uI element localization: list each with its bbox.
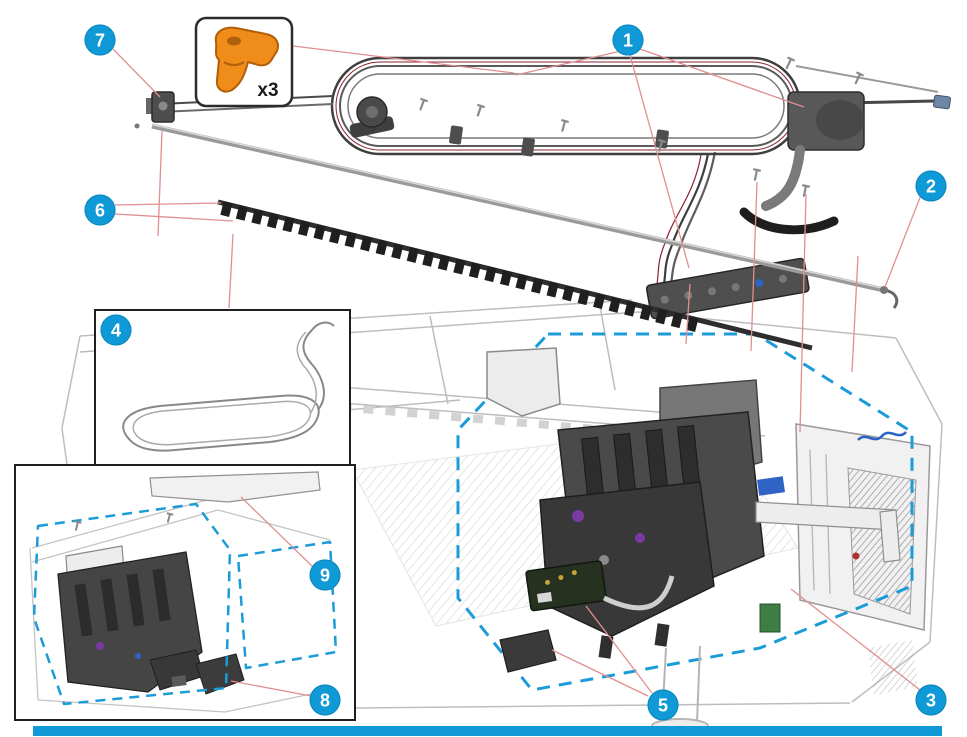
encoder-strip bbox=[217, 199, 813, 351]
tube-guide-pulley bbox=[349, 96, 395, 138]
callout-3-label: 3 bbox=[925, 690, 936, 710]
callout-8-label: 8 bbox=[319, 690, 330, 710]
orange-clip-box bbox=[194, 16, 294, 108]
carriage-rail bbox=[151, 123, 899, 309]
carriage-assembly bbox=[739, 91, 865, 235]
service-station-dashed-region bbox=[456, 332, 914, 692]
callout-4: 4 bbox=[100, 314, 132, 346]
callout-5-label: 5 bbox=[657, 695, 668, 715]
board-flex-cable bbox=[602, 575, 675, 611]
screws bbox=[419, 56, 864, 197]
callout-7: 7 bbox=[84, 24, 116, 56]
callout-9-label: 9 bbox=[319, 565, 330, 585]
callout-8: 8 bbox=[309, 684, 341, 716]
callout-9: 9 bbox=[309, 559, 341, 591]
callout-7-label: 7 bbox=[94, 30, 105, 50]
ink-tubes-drop bbox=[656, 151, 717, 285]
interface-board bbox=[525, 560, 607, 612]
left-tube-bracket bbox=[134, 91, 175, 129]
callout-4-label: 4 bbox=[110, 320, 121, 340]
callout-6: 6 bbox=[84, 194, 116, 226]
callout-1: 1 bbox=[612, 24, 644, 56]
quantity-label: x3 bbox=[257, 80, 279, 101]
blue-flex-cable bbox=[857, 431, 907, 441]
green-connector bbox=[759, 603, 781, 633]
rod-end-connector bbox=[933, 94, 951, 110]
callout-3: 3 bbox=[915, 684, 947, 716]
footer-accent-bar bbox=[33, 726, 942, 736]
callout-6-label: 6 bbox=[94, 200, 105, 220]
inset-station-box bbox=[14, 464, 356, 721]
callout-1-label: 1 bbox=[622, 30, 633, 50]
tubes-manifold bbox=[645, 257, 810, 320]
tube-clips bbox=[449, 125, 669, 157]
inset-tube-loop-box bbox=[94, 309, 351, 466]
callout-5: 5 bbox=[647, 689, 679, 721]
board-bracket bbox=[499, 629, 557, 673]
leader-lines bbox=[112, 45, 922, 697]
callout-2-label: 2 bbox=[925, 176, 936, 196]
callout-2: 2 bbox=[915, 170, 947, 202]
